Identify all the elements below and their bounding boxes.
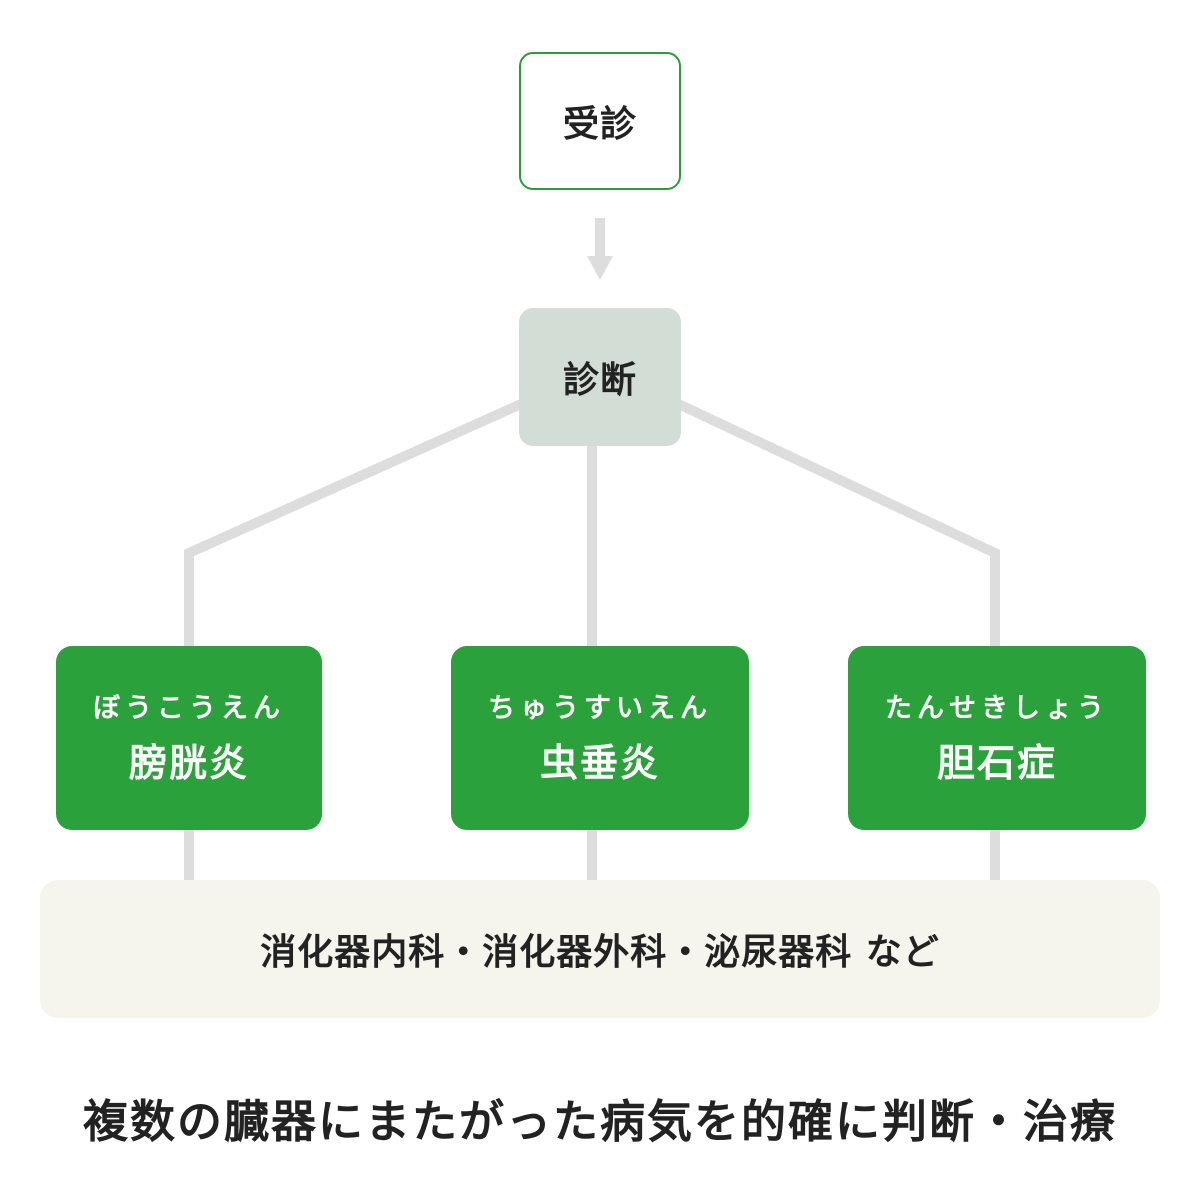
disease-box-cystitis: ぼうこうえん 膀胱炎 bbox=[56, 646, 322, 830]
disease-box-appendicitis: ちゅうすいえん 虫垂炎 bbox=[451, 646, 749, 830]
visit-label: 受診 bbox=[562, 104, 637, 145]
visit-node: 受診 bbox=[519, 52, 681, 190]
disease-name: 胆石症 bbox=[936, 740, 1057, 785]
disease-reading: ぼうこうえん bbox=[93, 692, 285, 724]
diagram-caption: 複数の臓器にまたがった病気を的確に判断・治療 bbox=[82, 1095, 1117, 1148]
departments-text: 消化器内科・消化器外科・泌尿器科 など bbox=[260, 932, 940, 973]
disease-reading: ちゅうすいえん bbox=[488, 692, 712, 724]
disease-name: 虫垂炎 bbox=[539, 740, 660, 785]
diagnosis-node: 診断 bbox=[519, 308, 681, 446]
diagnosis-label: 診断 bbox=[562, 360, 637, 401]
departments-panel: 消化器内科・消化器外科・泌尿器科 など bbox=[40, 880, 1160, 1018]
disease-name: 膀胱炎 bbox=[128, 740, 249, 785]
disease-reading: たんせきしょう bbox=[885, 692, 1109, 724]
flow-arrow-head bbox=[587, 256, 613, 280]
disease-box-gallstones: たんせきしょう 胆石症 bbox=[848, 646, 1146, 830]
